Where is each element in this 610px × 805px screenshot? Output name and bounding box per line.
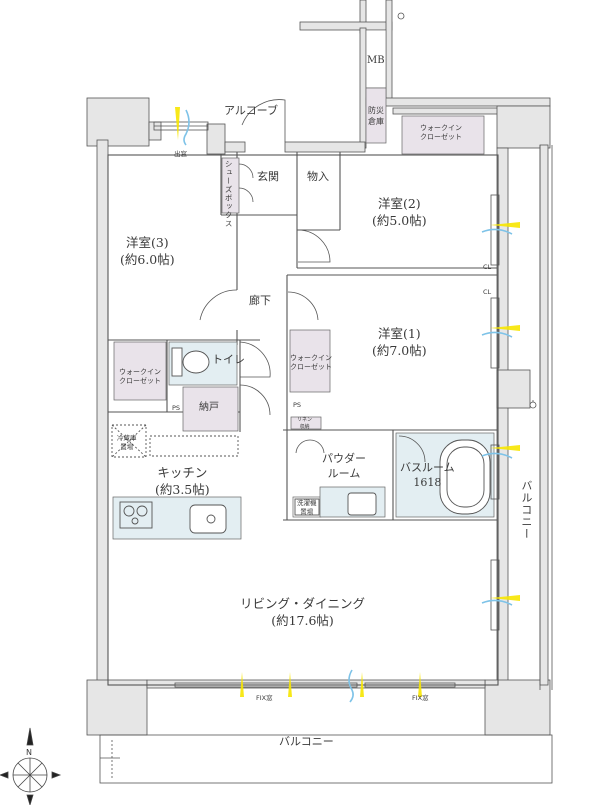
room-size: (約5.0帖) xyxy=(372,212,427,228)
room-size: (約3.5帖) xyxy=(155,481,210,497)
fix-window-label-1: FIX窓 xyxy=(256,694,273,702)
room-size: (約6.0帖) xyxy=(120,251,175,267)
room-name: リビング・ダイニング xyxy=(240,596,366,611)
doors xyxy=(111,99,534,780)
compass-icon xyxy=(0,727,62,805)
fridge-label: 冷蔵庫 xyxy=(117,434,137,442)
room-name: キッチン xyxy=(157,465,208,480)
closet-label-1: CL xyxy=(483,263,492,271)
balcony-south-label: バルコニー xyxy=(279,735,334,748)
compass-north-label: N xyxy=(26,748,32,757)
fridge-space-label: 冷蔵庫 置場 xyxy=(117,434,137,452)
bath-size-code: 1618 xyxy=(413,475,442,489)
bay-window-label: 出窓 xyxy=(174,150,187,158)
fix-window-label-2: FIX窓 xyxy=(412,694,429,702)
room-kitchen: キッチン (約3.5帖) xyxy=(155,465,210,499)
room-name-2: ルーム xyxy=(327,466,361,480)
room-western-3: 洋室(3) (約6.0帖) xyxy=(120,235,175,269)
room-entrance: 玄関 xyxy=(257,170,279,183)
mb-label: MB xyxy=(367,55,385,66)
room-living-dining: リビング・ダイニング (約17.6帖) xyxy=(240,596,365,630)
room-storage: 物入 xyxy=(307,170,329,183)
room-size: (約7.0帖) xyxy=(372,342,427,358)
room-toilet: トイレ xyxy=(212,353,245,366)
room-size: (約17.6帖) xyxy=(271,612,334,628)
room-corridor: 廊下 xyxy=(249,294,271,307)
room-nando: 納戸 xyxy=(199,402,219,413)
room-western-2: 洋室(2) (約5.0帖) xyxy=(372,196,427,230)
wic-name-2: クローゼット xyxy=(420,133,462,142)
wic-name: ウォークイン xyxy=(119,368,161,376)
walk-in-closet-top: ウォークイン クローゼット xyxy=(420,124,462,143)
wic-name: ウォークイン xyxy=(290,354,332,362)
washer-label: 洗濯機 xyxy=(297,499,317,507)
washer-space-label: 洗濯機 置場 xyxy=(297,499,317,517)
linen-label: リネン xyxy=(297,417,313,423)
disaster-storage-label: 防災倉庫 xyxy=(368,106,384,126)
room-powder: パウダー ルーム xyxy=(322,452,366,482)
linen-storage-label: リネン 収納 xyxy=(297,417,312,431)
wic-name: ウォークイン xyxy=(420,124,462,132)
interior-walls xyxy=(107,152,499,686)
room-name: パウダー xyxy=(322,452,366,465)
alcove-label: アルコーブ xyxy=(224,104,279,117)
ps-label-2: PS xyxy=(293,401,302,409)
room-name: バスルーム xyxy=(400,461,455,474)
storage-fills xyxy=(113,29,485,518)
closet-label-2: CL xyxy=(483,288,492,296)
room-western-1: 洋室(1) (約7.0帖) xyxy=(372,326,427,360)
linen-label-2: 収納 xyxy=(299,423,310,430)
room-bath: バスルーム 1618 xyxy=(400,461,455,491)
wic-name-2: クローゼット xyxy=(119,377,161,386)
fixtures xyxy=(111,347,491,534)
balcony-east-label: バルコニー xyxy=(519,480,533,540)
wind-arrows xyxy=(183,109,513,703)
walk-in-closet-left: ウォークイン クローゼット xyxy=(119,368,161,387)
washer-label-2: 置場 xyxy=(300,507,314,516)
walk-in-closet-mid: ウォークイン クローゼット xyxy=(290,354,332,373)
room-name: 洋室(3) xyxy=(125,235,169,250)
wic-name-2: クローゼット xyxy=(290,363,332,372)
ps-label-1: PS xyxy=(172,404,181,412)
fridge-label-2: 置場 xyxy=(120,442,134,451)
shoes-box-label: シューズボックス xyxy=(224,160,234,228)
room-name: 洋室(1) xyxy=(377,326,421,341)
room-name: 洋室(2) xyxy=(377,196,421,211)
light-arrows xyxy=(175,107,520,697)
windows xyxy=(99,121,553,784)
